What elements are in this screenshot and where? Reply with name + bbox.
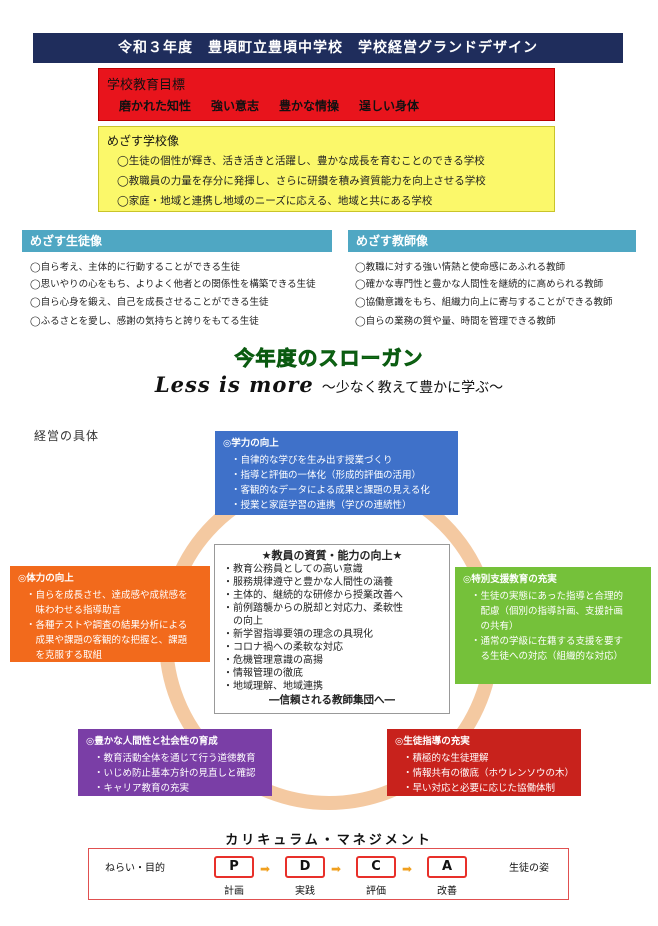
- teacher-quality-item: ・教育公務員としての高い意識: [223, 564, 363, 575]
- teacher-quality-item: ・情報管理の徹底: [223, 668, 303, 679]
- teacher-quality-item: ・新学習指導要領の理念の具現化: [223, 629, 373, 640]
- teacher-vision-item: ◯確かな専門性と豊かな人間性を継続的に高められる教師: [355, 279, 604, 290]
- student-guidance-item: ・積極的な生徒理解: [403, 753, 489, 764]
- academic-item: ・客観的なデータによる成果と課題の見える化: [231, 485, 430, 496]
- school-goal-items: 磨かれた知性 強い意志 豊かな情操 逞しい身体: [119, 97, 549, 114]
- school-vision-box: めざす学校像 ◯生徒の個性が輝き、活き活きと活躍し、豊かな成長を育むことのできる…: [98, 126, 555, 212]
- physical-item: を克服する取組: [26, 650, 103, 661]
- goal-item: 強い意志: [211, 99, 260, 113]
- humanity-item: ・いじめ防止基本方針の見直しと確認: [94, 768, 256, 779]
- teacher-vision-item: ◯自らの業務の質や量、時間を管理できる教師: [355, 316, 556, 327]
- pdca-step-label: 計画: [224, 886, 244, 897]
- special-support-item: 配慮（個別の指導計画、支援計画: [471, 606, 624, 617]
- student-guidance-item: ・早い対応と必要に応じた協働体制: [403, 783, 556, 794]
- student-vision-item: ◯自ら心身を鍛え、自己を成長させることができる生徒: [30, 297, 269, 308]
- teacher-quality-item: ・危機管理意識の高揚: [223, 655, 323, 666]
- teacher-vision-item: ◯教職に対する強い情熱と使命感にあふれる教師: [355, 262, 566, 273]
- special-support-item: る生徒への対応（組織的な対応）: [471, 651, 624, 662]
- school-goal-label: 学校教育目標: [107, 78, 186, 93]
- slogan: Less is more ～少なく教えて豊かに学ぶ～: [0, 372, 658, 397]
- physical-item: ・自らを成長させ、達成感や成就感を: [26, 590, 188, 601]
- pdca-step-c: C: [356, 856, 396, 878]
- pdca-step-label: 改善: [437, 886, 457, 897]
- arrow-right-icon: ➡: [260, 862, 271, 876]
- special-support-box: ◎特別支援教育の充実 ・生徒の実態にあった指導と合理的 配慮（個別の指導計画、支…: [455, 567, 651, 684]
- teacher-quality-item: ・主体的、継続的な研修から授業改善へ: [223, 590, 403, 601]
- student-vision-item: ◯思いやりの心をもち、よりよく他者との関係性を構築できる生徒: [30, 279, 316, 290]
- teacher-quality-item: ・前例踏襲からの脱却と対応力、柔軟性: [223, 603, 403, 614]
- humanity-box: ◎豊かな人間性と社会性の育成 ・教育活動全体を通じて行う道徳教育 ・いじめ防止基…: [78, 729, 272, 796]
- pdca-step-p: P: [214, 856, 254, 878]
- special-support-item: ・通常の学級に在籍する支援を要す: [471, 636, 624, 647]
- school-vision-item: ◯家庭・地域と連携し地域のニーズに応える、地域と共にある学校: [117, 195, 433, 207]
- slogan-sub: ～少なく教えて豊かに学ぶ～: [321, 380, 504, 396]
- goal-item: 逞しい身体: [359, 99, 420, 113]
- aim-label: ねらい・目的: [105, 863, 165, 874]
- student-outcome-label: 生徒の姿: [509, 863, 549, 874]
- student-guidance-item: ・情報共有の徹底（ホウレンソウの木）: [403, 768, 575, 779]
- school-vision-label: めざす学校像: [107, 134, 180, 148]
- academic-box-heading: ◎学力の向上: [223, 438, 279, 449]
- pdca-step-label: 実践: [295, 886, 315, 897]
- teacher-quality-footer: ―信頼される教師集団へ―: [269, 694, 395, 706]
- school-vision-item: ◯教職員の力量を存分に発揮し、さらに研鑽を積み資質能力を向上させる学校: [117, 175, 486, 187]
- teacher-quality-item: ・コロナ禍への柔軟な対応: [223, 642, 343, 653]
- teacher-vision-item: ◯協働意識をもち、組織力向上に寄与することができる教師: [355, 297, 613, 308]
- student-guidance-box: ◎生徒指導の充実 ・積極的な生徒理解 ・情報共有の徹底（ホウレンソウの木） ・早…: [387, 729, 581, 796]
- management-label: 経営の具体: [34, 429, 100, 443]
- teacher-quality-item: ・地域理解、地域連携: [223, 681, 323, 692]
- student-vision-header: めざす生徒像: [22, 230, 332, 252]
- student-vision-item: ◯自ら考え、主体的に行動することができる生徒: [30, 262, 240, 273]
- academic-item: ・授業と家庭学習の連携（学びの連続性）: [231, 500, 412, 511]
- goal-item: 磨かれた知性: [119, 99, 192, 113]
- pdca-step-label: 評価: [366, 886, 386, 897]
- humanity-box-heading: ◎豊かな人間性と社会性の育成: [86, 736, 218, 747]
- arrow-right-icon: ➡: [331, 862, 342, 876]
- curriculum-title: カリキュラム・マネジメント: [225, 833, 433, 848]
- academic-item: ・指導と評価の一体化（形成的評価の活用）: [231, 470, 422, 481]
- school-vision-item: ◯生徒の個性が輝き、活き活きと活躍し、豊かな成長を育むことのできる学校: [117, 155, 485, 167]
- pdca-step-a: A: [427, 856, 467, 878]
- physical-box-heading: ◎体力の向上: [18, 573, 74, 584]
- humanity-item: ・キャリア教育の充実: [94, 783, 190, 794]
- teacher-quality-item: ・服務規律遵守と豊かな人間性の涵養: [223, 577, 393, 588]
- student-vision-item: ◯ふるさとを愛し、感謝の気持ちと誇りをもてる生徒: [30, 316, 259, 327]
- physical-item: 成果や課題の客観的な把握と、課題: [26, 635, 188, 646]
- goal-item: 豊かな情操: [279, 99, 340, 113]
- humanity-item: ・教育活動全体を通じて行う道徳教育: [94, 753, 256, 764]
- teacher-quality-heading: ★教員の資質・能力の向上★: [261, 549, 403, 562]
- teacher-quality-box: ★教員の資質・能力の向上★ ・教育公務員としての高い意識 ・服務規律遵守と豊かな…: [214, 544, 450, 714]
- academic-item: ・自律的な学びを生み出す授業づくり: [231, 455, 393, 466]
- arrow-right-icon: ➡: [402, 862, 413, 876]
- teacher-vision-header: めざす教師像: [348, 230, 636, 252]
- special-support-item: の共有）: [471, 621, 519, 632]
- student-guidance-heading: ◎生徒指導の充実: [395, 736, 470, 747]
- pdca-frame: ねらい・目的 P 計画 ➡ D 実践 ➡ C 評価 ➡ A 改善 生徒の姿: [88, 848, 569, 900]
- slogan-title: 今年度のスローガン: [234, 346, 424, 371]
- physical-box: ◎体力の向上 ・自らを成長させ、達成感や成就感を 味わわせる指導助言 ・各種テス…: [10, 566, 210, 662]
- special-support-item: ・生徒の実態にあった指導と合理的: [471, 591, 624, 602]
- school-goal-box: 学校教育目標 磨かれた知性 強い意志 豊かな情操 逞しい身体: [98, 68, 555, 121]
- physical-item: ・各種テストや調査の結果分析による: [26, 620, 188, 631]
- slogan-main: Less is more: [154, 372, 314, 397]
- teacher-quality-item: の向上: [223, 616, 263, 627]
- pdca-step-d: D: [285, 856, 325, 878]
- page-title: 令和３年度 豊頃町立豊頃中学校 学校経営グランドデザイン: [33, 33, 623, 63]
- special-support-heading: ◎特別支援教育の充実: [463, 574, 557, 585]
- academic-box: ◎学力の向上 ・自律的な学びを生み出す授業づくり ・指導と評価の一体化（形成的評…: [215, 431, 458, 515]
- physical-item: 味わわせる指導助言: [26, 605, 122, 616]
